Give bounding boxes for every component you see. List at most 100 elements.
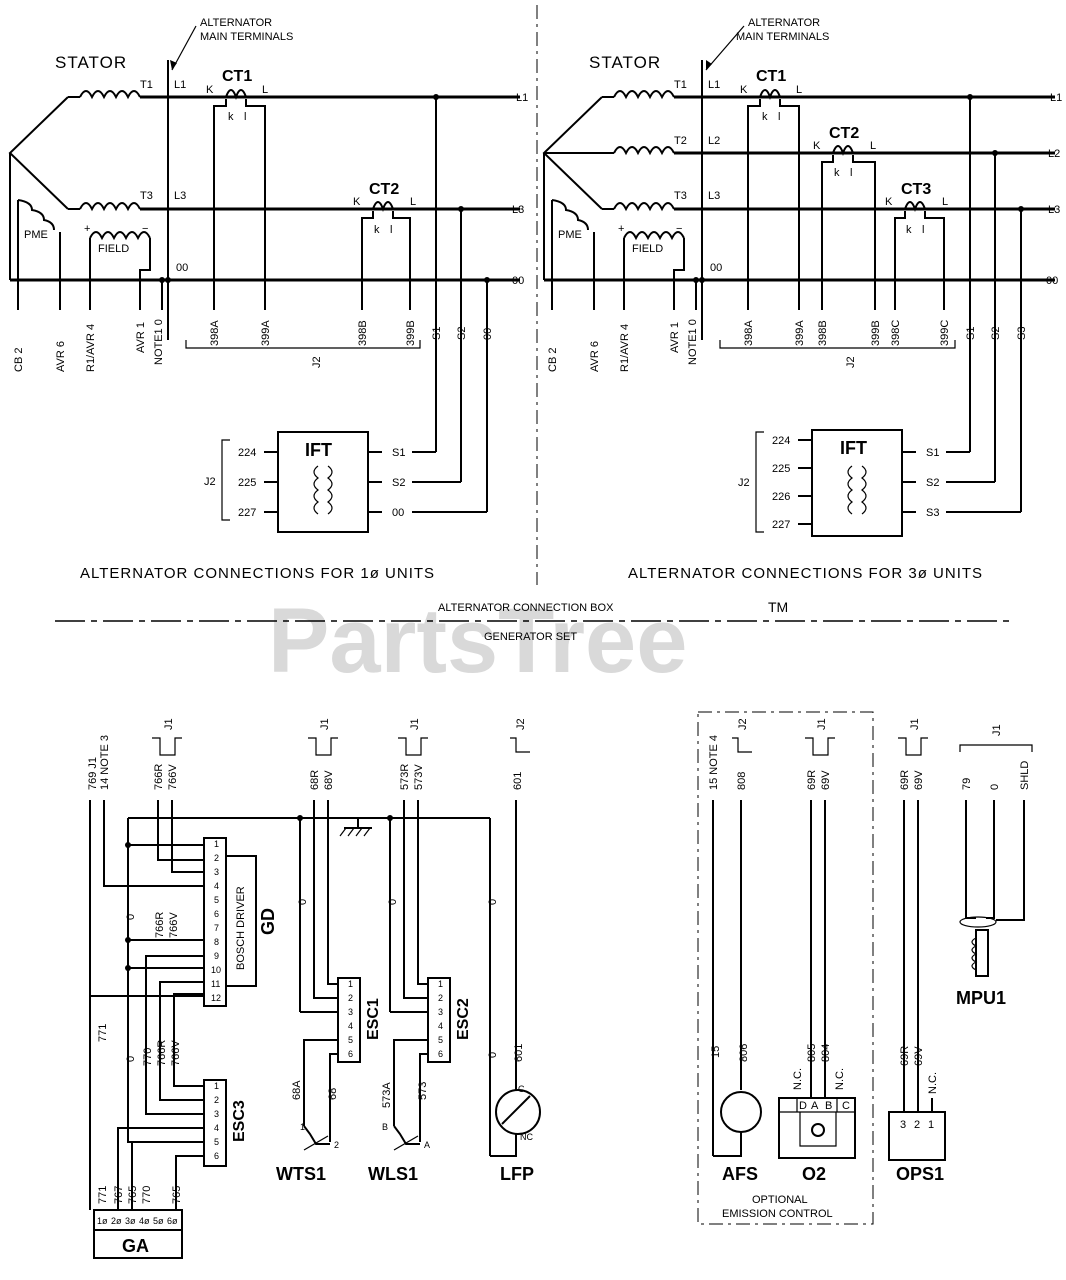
esc2-mid-0: 0: [387, 899, 399, 905]
esc3-connector: [203, 1079, 227, 1167]
wire-398b: [821, 155, 834, 310]
esc2-wire-573r: 573R: [399, 764, 411, 790]
gd-name: GD: [258, 908, 278, 935]
terminal-399b: 399B: [870, 320, 882, 346]
stator-label: STATOR: [55, 53, 127, 72]
afs-wire-808: 808: [736, 772, 748, 790]
ops1-wire-69v: 69V: [913, 770, 925, 790]
lfp-name: LFP: [500, 1164, 534, 1184]
ga-wire-765b: 765: [171, 1186, 183, 1204]
terminal-r1avr4: R1/AVR 4: [85, 324, 97, 372]
lfp-switch: [501, 1095, 531, 1125]
ct1-pin-k: K: [206, 84, 214, 96]
alternator-label-2: MAIN TERMINALS: [736, 31, 829, 43]
line-label-00: 00: [176, 262, 188, 274]
mpu1-section: 79 0 SHLD J1 MPU1: [956, 724, 1033, 1008]
lfp-pin-nc: NC: [520, 1132, 533, 1142]
wts1-pin-2: 2: [334, 1140, 339, 1150]
ift-pin-224: 224: [772, 435, 790, 447]
terminal-00: 00: [482, 328, 494, 340]
gd-pin-5: 5: [214, 895, 219, 905]
emission-line1: OPTIONAL: [752, 1194, 808, 1206]
field-plus: +: [618, 223, 624, 235]
stator-label: STATOR: [589, 53, 661, 72]
ga-wire-771: 771: [97, 1186, 109, 1204]
mpu1-wire-shld: SHLD: [1019, 761, 1031, 790]
ct1-label: CT1: [222, 68, 252, 85]
field-coil: [89, 231, 151, 241]
terminal-398c: 398C: [890, 320, 902, 346]
esc2-pin-2: 2: [438, 993, 443, 1003]
ift-pin-225: 225: [772, 463, 790, 475]
watermark-tm: TM: [768, 599, 788, 615]
wts1-slash: [303, 1135, 329, 1151]
ct2-coil: [832, 145, 854, 156]
esc3-pin-1: 1: [214, 1081, 219, 1091]
wire-399a: [245, 99, 266, 310]
ift-label: IFT: [305, 440, 332, 460]
line-label-l2: L2: [708, 135, 720, 147]
ct1-pin-k-small: k: [228, 111, 234, 123]
ift-coil-left: [847, 465, 853, 515]
right-line-label-l3: L3: [1048, 204, 1060, 216]
esc2-bot-573a: 573A: [381, 1082, 393, 1108]
esc3-wire-766r: 766R: [156, 1040, 168, 1066]
j2-label: J2: [845, 356, 857, 368]
driver-label: BOSCH DRIVER: [235, 886, 247, 970]
esc1-pin-4: 4: [348, 1021, 353, 1031]
esc1-pin-1: 1: [348, 979, 353, 989]
ct2-pin-k-small: k: [834, 167, 840, 179]
esc2-pin-3: 3: [438, 1007, 443, 1017]
pme-coil: [17, 199, 55, 231]
wts1-name: WTS1: [276, 1164, 326, 1184]
right-line-label-00: 00: [512, 275, 524, 287]
alternator-label-1: ALTERNATOR: [200, 17, 272, 29]
ga-wire-767: 767: [113, 1186, 125, 1204]
wire: [145, 1066, 204, 1115]
ops1-box: [888, 1111, 946, 1161]
winding-label-t1: T1: [674, 79, 687, 91]
field-label: FIELD: [632, 243, 663, 255]
esc1-wire-68r: 68R: [309, 770, 321, 790]
o2-bot-nc1: N.C.: [792, 1068, 804, 1090]
o2-bot-nc2: N.C.: [834, 1068, 846, 1090]
gd-driver-box: [225, 855, 257, 987]
ct2-pin-l: L: [870, 140, 876, 152]
mpu1-name: MPU1: [956, 988, 1006, 1008]
ift-out-s1: S1: [392, 447, 405, 459]
o2-pin-d: D: [799, 1100, 807, 1112]
wls1-symbol: [393, 1125, 420, 1145]
ct1-pin-l: L: [796, 84, 802, 96]
esc3-wire-766v: 766V: [170, 1040, 182, 1066]
right-line-label-l1: L1: [516, 92, 528, 104]
j2-bracket: [185, 340, 421, 349]
ct3-pin-k: K: [885, 196, 893, 208]
o2-section: 69R 69V J1 N.C. 805 804 N.C. D A B C O2: [778, 718, 856, 1184]
terminal-399b: 399B: [405, 320, 417, 346]
terminal-note1: NOTE1 0: [687, 319, 699, 365]
gd-pin-1: 1: [214, 839, 219, 849]
o2-bot-805: 805: [806, 1044, 818, 1062]
j1-label: J1: [319, 718, 331, 730]
wire-399b: [852, 155, 876, 310]
esc3-pin-4: 4: [214, 1123, 219, 1133]
field-label: FIELD: [98, 243, 129, 255]
afs-section: 15 NOTE 4 808 J2 15 806 AFS: [708, 718, 762, 1184]
mpu1-coil: [971, 937, 978, 971]
junction: [1018, 206, 1024, 212]
ct2-pin-k-small: k: [374, 224, 380, 236]
esc2-wire-573v: 573V: [413, 764, 425, 790]
lfp-wire-601: 601: [512, 772, 524, 790]
ct3-coil: [904, 201, 926, 212]
esc3-pin-2: 2: [214, 1095, 219, 1105]
j2-bracket: [719, 340, 956, 349]
o2-pin-c: C: [842, 1100, 850, 1112]
ct1-coil: [225, 89, 247, 100]
mpu1-body: [975, 929, 989, 977]
afs-bot-15: 15: [710, 1046, 722, 1058]
wire-766r-run: [157, 800, 204, 861]
ift-j2-bracket: [755, 431, 764, 533]
ift-j2-label: J2: [738, 477, 750, 489]
j1-bracket: [398, 737, 428, 756]
ops1-pin-1: 1: [928, 1119, 934, 1131]
